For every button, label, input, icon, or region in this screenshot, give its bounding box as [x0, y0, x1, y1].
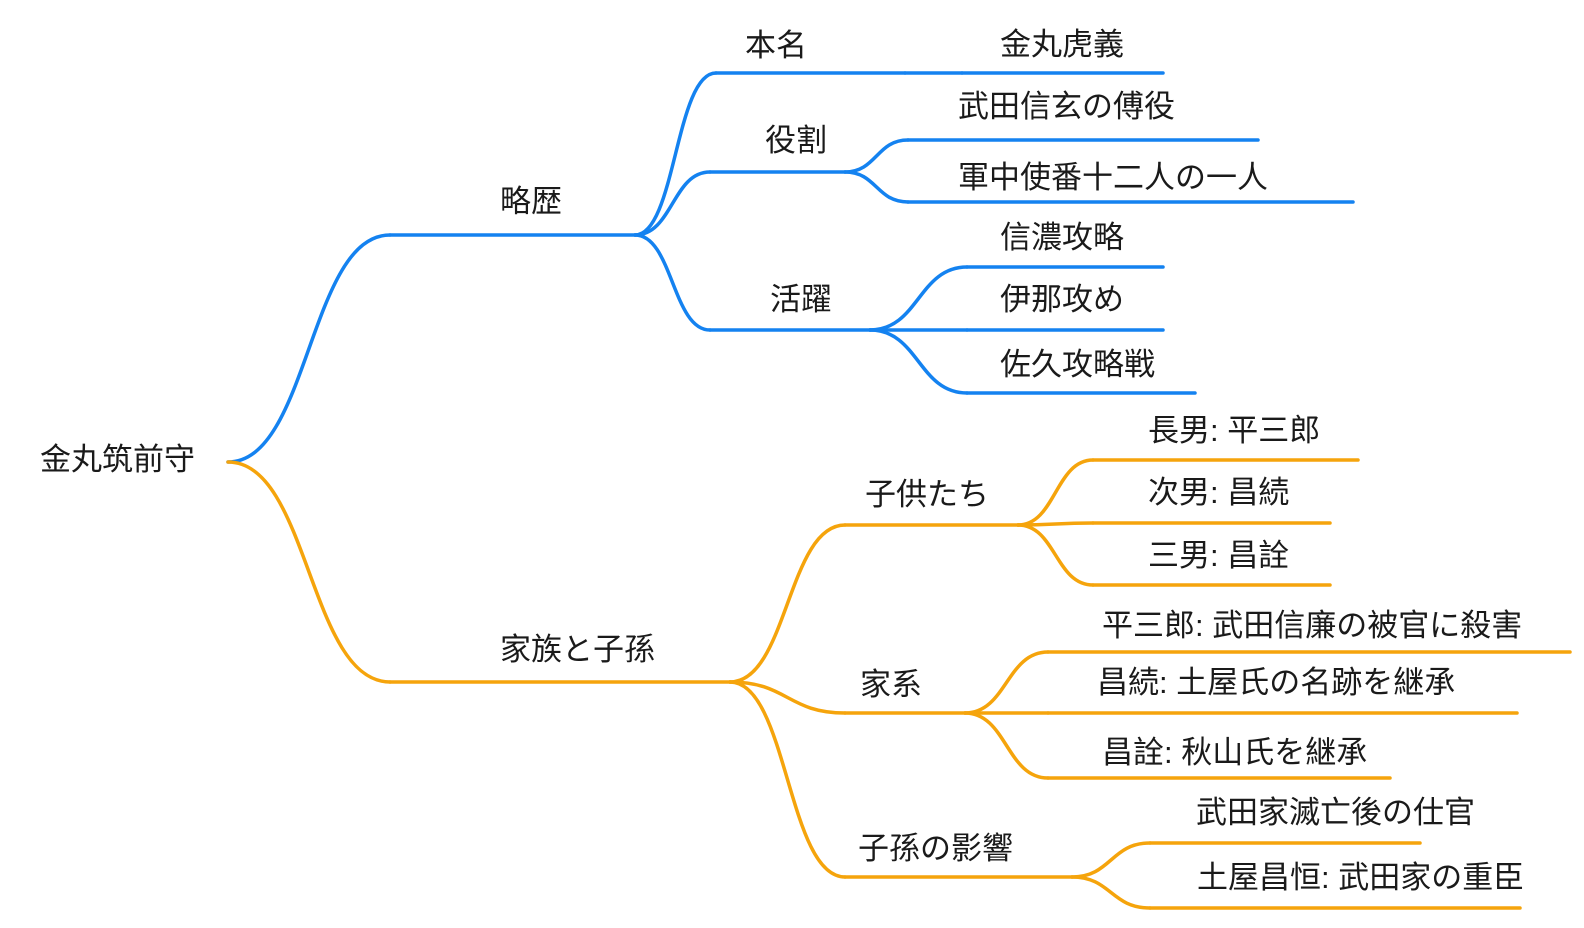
branch-link-masaakira-fate	[963, 711, 1050, 780]
node-label-sannan[interactable]: 三男: 昌詮	[1148, 538, 1290, 573]
node-label-jinan[interactable]: 次男: 昌続	[1148, 475, 1290, 510]
branch-link-kazoku	[226, 460, 392, 684]
node-label-tsuchiya-masatsune[interactable]: 土屋昌恒: 武田家の重臣	[1197, 860, 1525, 895]
node-label-kodomo[interactable]: 子供たち	[865, 477, 989, 512]
node-label-tsukaiban[interactable]: 軍中使番十二人の一人	[958, 160, 1268, 195]
node-label-shison-eikyo[interactable]: 子孫の影響	[858, 831, 1013, 866]
branch-link-sannan	[1016, 523, 1095, 587]
branch-link-tsuchiya-masatsune	[1070, 875, 1152, 910]
branch-link-chonan	[1016, 458, 1095, 527]
branch-link-kodomo	[728, 523, 847, 684]
node-label-honmyo[interactable]: 本名	[745, 28, 807, 63]
branch-link-shinano	[868, 265, 969, 332]
node-label-katsuyaku[interactable]: 活躍	[770, 282, 832, 317]
branch-link-saku	[868, 328, 969, 395]
node-label-kanamaru-toriyoshi[interactable]: 金丸虎義	[1000, 27, 1124, 62]
node-label-shikan[interactable]: 武田家滅亡後の仕官	[1196, 795, 1475, 830]
node-label-masatsugu-fate[interactable]: 昌続: 土屋氏の名跡を継承	[1097, 665, 1456, 700]
node-label-yakuwari[interactable]: 役割	[765, 123, 827, 158]
node-label-root[interactable]: 金丸筑前守	[40, 442, 195, 477]
node-label-saku[interactable]: 佐久攻略戦	[1000, 347, 1155, 382]
node-label-heisaburo-fate[interactable]: 平三郎: 武田信廉の被官に殺害	[1102, 608, 1523, 643]
branch-link-honmyo	[633, 71, 718, 237]
branch-link-katsuyaku	[633, 233, 712, 332]
node-label-moriyaku[interactable]: 武田信玄の傅役	[958, 89, 1175, 124]
branch-link-heisaburo-fate	[963, 650, 1050, 715]
branch-link-shison-eikyo	[728, 680, 847, 879]
branch-link-shikan	[1070, 841, 1152, 879]
branch-link-tsukaiban	[843, 170, 910, 204]
node-label-ryakureki[interactable]: 略歴	[500, 184, 562, 219]
node-label-kazoku[interactable]: 家族と子孫	[500, 632, 655, 667]
node-label-masaakira-fate[interactable]: 昌詮: 秋山氏を継承	[1102, 735, 1368, 770]
node-label-chonan[interactable]: 長男: 平三郎	[1148, 413, 1321, 448]
node-label-kakei[interactable]: 家系	[860, 667, 922, 702]
node-label-shinano[interactable]: 信濃攻略	[1000, 220, 1124, 255]
branch-link-kakei	[728, 680, 847, 715]
branch-link-yakuwari	[633, 170, 712, 237]
node-label-ina[interactable]: 伊那攻め	[1000, 282, 1124, 317]
branch-link-ryakureki	[226, 233, 392, 464]
